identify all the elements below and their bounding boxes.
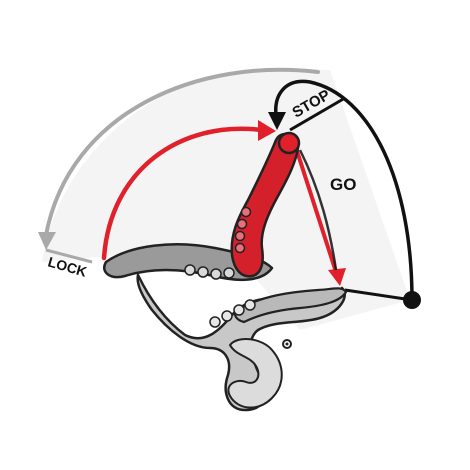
red-handle-holes [234,206,252,254]
go-label: GO [330,175,356,194]
lock-underline [45,248,93,264]
pivot-dot-icon [277,131,301,155]
red-handle [230,132,300,278]
lock-arrow-arc [44,67,320,237]
anchor-line [344,288,413,302]
stop-arrow-head [268,112,286,130]
lock-handle-holes [184,264,235,280]
go-position-arm [234,287,348,324]
stop-arrow-arc [274,79,414,302]
anchor-dot-icon [403,291,421,309]
lock-arrow-head [38,232,56,250]
go-guide-line [298,149,338,271]
device-lower-loop [227,338,283,409]
device-rivet-center [285,342,289,346]
handle-arrow-head [258,120,276,141]
go-arrow-head [328,268,346,286]
handle-arrow-arc [101,126,265,261]
background-panel-fill [42,68,410,330]
go-arrow-line [294,146,338,274]
go-arm-holes [209,299,256,328]
stop-underline [289,96,346,132]
